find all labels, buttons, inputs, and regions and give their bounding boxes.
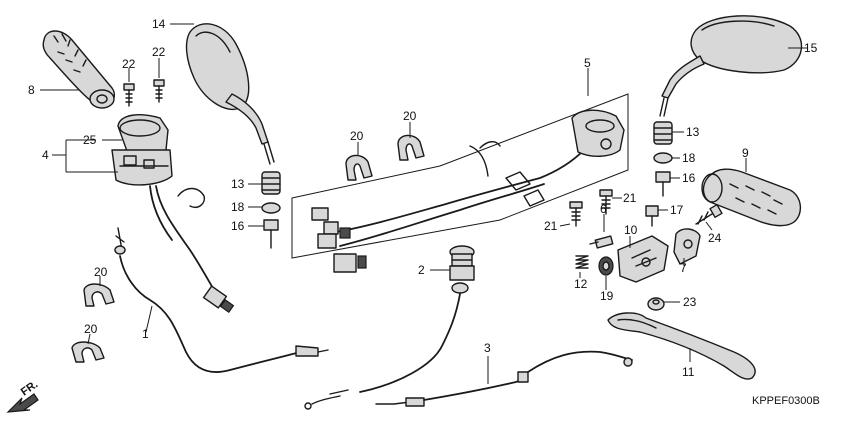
callout-5: 5 xyxy=(584,56,591,70)
callout-21-b: 21 xyxy=(544,219,558,233)
front-direction-arrow xyxy=(6,393,39,413)
left-mirror-hardware xyxy=(261,171,281,249)
right-mirror-hardware xyxy=(653,121,673,197)
callout-12: 12 xyxy=(574,277,588,291)
callout-19: 19 xyxy=(600,289,614,303)
screw-24 xyxy=(695,203,723,225)
clamp-20-b xyxy=(71,341,105,363)
clamp-20-d xyxy=(397,134,425,161)
screw-22-left xyxy=(123,83,135,107)
clutch-cable xyxy=(114,227,329,373)
left-grip xyxy=(42,30,116,109)
leader-24 xyxy=(705,221,713,231)
screw-21-b xyxy=(569,201,583,227)
screw-22-right xyxy=(153,79,165,103)
callout-24: 24 xyxy=(708,231,722,245)
callout-22-a: 22 xyxy=(122,57,136,71)
direction-label: FR. xyxy=(19,378,40,398)
lever-bracket-10 xyxy=(617,235,669,283)
throttle-cable xyxy=(375,350,633,407)
spring-12 xyxy=(575,255,589,269)
callout-25: 25 xyxy=(83,133,97,147)
leader-20b xyxy=(87,333,91,345)
callout-22-b: 22 xyxy=(152,45,166,59)
callout-11: 11 xyxy=(682,365,695,379)
callout-20-c: 20 xyxy=(350,129,364,143)
switch-pin-6 xyxy=(589,235,614,249)
harness-box-outline xyxy=(291,93,629,259)
left-switch-assembly xyxy=(111,114,235,313)
callout-16-right: 16 xyxy=(682,171,696,185)
callout-23: 23 xyxy=(683,295,697,309)
callout-8: 8 xyxy=(28,83,35,97)
callout-18-left: 18 xyxy=(231,200,245,214)
starter-knob-cable xyxy=(304,245,475,410)
nut-23 xyxy=(647,297,665,311)
callout-21-a: 21 xyxy=(623,191,637,205)
right-grip xyxy=(701,168,801,227)
leader-21b xyxy=(559,223,571,227)
callout-1: 1 xyxy=(142,327,149,341)
callout-7: 7 xyxy=(680,261,687,275)
switch-harness-box xyxy=(291,93,629,273)
leader-1 xyxy=(145,305,153,333)
callout-2: 2 xyxy=(418,263,425,277)
left-mirror xyxy=(185,23,275,165)
callout-17: 17 xyxy=(670,203,684,217)
callout-13-right: 13 xyxy=(686,125,700,139)
clamp-20-c xyxy=(345,154,373,181)
bolt-17 xyxy=(645,205,659,227)
callout-16-left: 16 xyxy=(231,219,245,233)
callout-3: 3 xyxy=(484,341,491,355)
callout-20-d: 20 xyxy=(403,109,417,123)
screw-21-a xyxy=(599,189,613,215)
callout-6: 6 xyxy=(600,202,607,216)
holder-7 xyxy=(673,228,701,265)
clamp-20-a xyxy=(83,283,115,307)
diagram-code: KPPEF0300B xyxy=(752,395,820,407)
callout-20-a: 20 xyxy=(94,265,108,279)
callout-13-left: 13 xyxy=(231,177,245,191)
callout-15: 15 xyxy=(804,41,818,55)
callout-14: 14 xyxy=(152,17,166,31)
leader-4 xyxy=(52,139,118,173)
callout-20-b: 20 xyxy=(84,322,98,336)
callout-9: 9 xyxy=(742,146,749,160)
callout-18-right: 18 xyxy=(682,151,696,165)
right-mirror xyxy=(659,15,803,117)
callout-4: 4 xyxy=(42,148,49,162)
brake-lever-11 xyxy=(607,312,756,380)
bushing-19 xyxy=(598,256,614,276)
callout-10: 10 xyxy=(624,223,638,237)
